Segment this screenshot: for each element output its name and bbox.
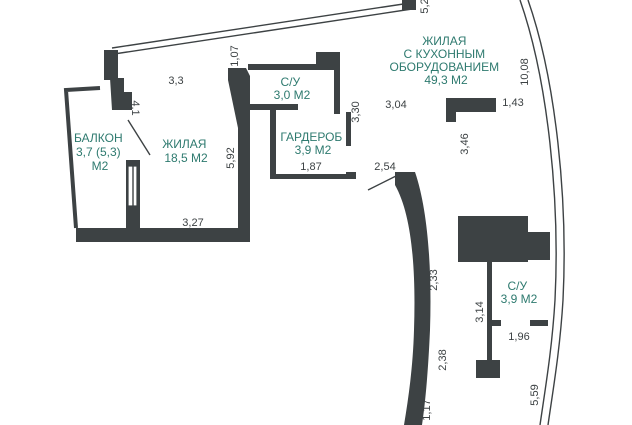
dimension-1-96: 1,96	[508, 331, 529, 343]
living-room-label-line-3: ОБОРУДОВАНИЕМ	[390, 60, 500, 74]
dimension-2-54: 2,54	[374, 161, 395, 173]
dimension-2-38: 2,38	[437, 349, 449, 370]
bathroom-top-label-line-2: 3,0 М2	[274, 88, 311, 102]
dimension-1-17: 1,17	[421, 399, 433, 420]
balcony-label-line-3: М2	[92, 159, 109, 173]
bedroom-bottom-wall	[76, 228, 248, 242]
dimension-2-33: 2,33	[428, 269, 440, 290]
dimension-5-2: 5,2	[419, 0, 431, 14]
dimension-5-59: 5,59	[529, 384, 541, 405]
dimension-3-14: 3,14	[474, 301, 486, 322]
living-room-label: ЖИЛАЯ С КУХОННЫМ ОБОРУДОВАНИЕМ 49,3 М2	[390, 34, 503, 87]
bedroom-label: ЖИЛАЯ 18,5 М2	[162, 137, 210, 165]
wardrobe-label: ГАРДЕРОБ 3,9 М2	[280, 130, 345, 157]
curved-corridor-wall	[395, 172, 431, 425]
bedroom-label-line-2: 18,5 М2	[164, 151, 208, 165]
dimension-3-46: 3,46	[459, 133, 471, 154]
bedroom-right-wall-top	[228, 68, 250, 128]
dimension-1-07: 1,07	[229, 45, 241, 66]
bathroom-top-label-line-1: С/У	[281, 75, 301, 89]
living-room-label-line-1: ЖИЛАЯ	[422, 34, 466, 48]
balcony	[63, 86, 140, 230]
wardrobe-label-line-1: ГАРДЕРОБ	[280, 130, 342, 144]
curved-facade-wall	[519, 0, 565, 425]
dimension-5-92: 5,92	[225, 147, 237, 168]
wardrobe-label-line-2: 3,9 М2	[295, 143, 332, 157]
living-partition	[446, 98, 496, 122]
living-room-label-line-2: С КУХОННЫМ	[404, 47, 486, 61]
dimension-4-1: 4,1	[129, 100, 141, 115]
dimension-1-87: 1,87	[300, 161, 321, 173]
top-window	[111, 2, 413, 55]
balcony-label-line-2: 3,7 (5,3)	[76, 145, 121, 159]
balcony-label-line-1: БАЛКОН	[74, 131, 123, 145]
bathroom-top-walls	[248, 52, 340, 114]
bathroom-top-label: С/У 3,0 М2	[274, 75, 311, 102]
wardrobe-door-swing	[367, 175, 397, 191]
bedroom-top-left-wall	[110, 78, 132, 110]
bathroom-right-label: С/У 3,9 М2	[501, 279, 538, 306]
bedroom-label-line-1: ЖИЛАЯ	[162, 137, 206, 151]
dimension-1-43: 1,43	[502, 97, 523, 109]
dimension-3-04: 3,04	[385, 99, 406, 111]
living-room-label-line-4: 49,3 М2	[424, 73, 468, 87]
balcony-label: БАЛКОН 3,7 (5,3) М2	[74, 131, 126, 173]
dimension-3-30: 3,30	[350, 101, 362, 122]
bathroom-right-label-line-2: 3,9 М2	[501, 292, 538, 306]
bedroom-left-wall-post	[104, 50, 118, 80]
dimension-10-08: 10,08	[519, 58, 531, 86]
bedroom-door-swing	[127, 119, 151, 156]
bathroom-right-label-line-1: С/У	[508, 279, 528, 293]
top-right-wall-stub	[402, 0, 416, 10]
dimension-3-3: 3,3	[168, 75, 183, 87]
wardrobe-walls	[270, 110, 356, 179]
dimension-3-27: 3,27	[182, 217, 203, 229]
bathroom-right-walls	[458, 216, 550, 378]
